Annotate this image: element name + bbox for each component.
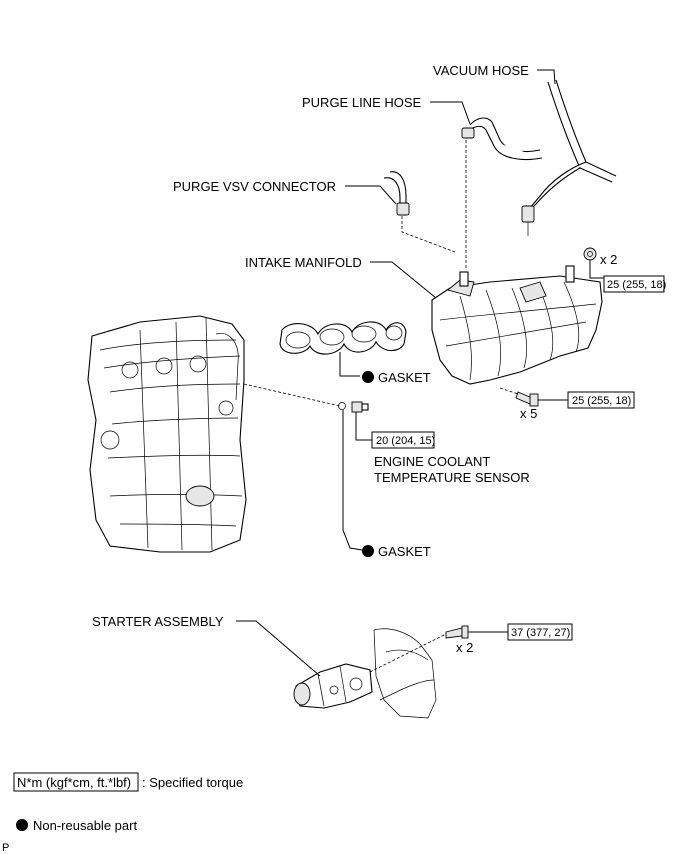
purge-line-hose [461,117,543,161]
legend-torque-desc: : Specified torque [142,775,243,790]
purge-line-hose-label: PURGE LINE HOSE [302,95,422,110]
purge-vsv-connector [383,171,410,216]
manifold-bolt [499,387,539,407]
legend-torque-box [13,772,139,792]
legend-non-reusable-icon [16,819,28,831]
manifold-bolt-quantity: x 5 [520,406,537,421]
intake-manifold [431,265,603,385]
vacuum-hose-label: VACUUM HOSE [433,63,529,78]
footer-code: P [2,842,9,854]
manifold-gasket-label: GASKET [378,370,431,385]
engine-block [87,315,247,553]
starter-bolt-torque: 37 (377, 27) [511,627,570,639]
legend-torque-unit: N*m (kgf*cm, ft.*lbf) [17,775,131,790]
manifold-nut-torque: 25 (255, 18) [607,279,666,291]
coolant-sensor-label-1: ENGINE COOLANT [374,454,490,469]
manifold-bolt-torque: 25 (255, 18) [572,395,631,407]
transmission-housing [373,628,437,719]
manifold-nut-torque-box [603,275,665,293]
sensor-gasket-label: GASKET [378,544,431,559]
sensor-gasket-non-reusable-icon [362,545,374,557]
manifold-nut-quantity: x 2 [600,252,617,267]
coolant-sensor-label-2: TEMPERATURE SENSOR [374,470,530,485]
manifold-bolt-torque-box [567,391,635,409]
coolant-sensor-torque-box [371,431,435,449]
legend-non-reusable: Non-reusable part [33,818,137,833]
manifold-nut [583,247,597,261]
starter-bolt-torque-box [507,623,573,641]
engine-coolant-temperature-sensor [338,401,369,413]
manifold-gasket-non-reusable-icon [362,371,374,383]
starter-assembly [293,663,373,709]
manifold-gasket [279,321,407,355]
purge-vsv-connector-label: PURGE VSV CONNECTOR [173,179,336,194]
starter-bolt-quantity: x 2 [456,640,473,655]
starter-bolt [445,625,469,639]
vacuum-hose [521,79,617,236]
coolant-sensor-torque: 20 (204, 15) [376,435,435,447]
starter-assembly-label: STARTER ASSEMBLY [92,614,224,629]
intake-manifold-label: INTAKE MANIFOLD [245,255,362,270]
